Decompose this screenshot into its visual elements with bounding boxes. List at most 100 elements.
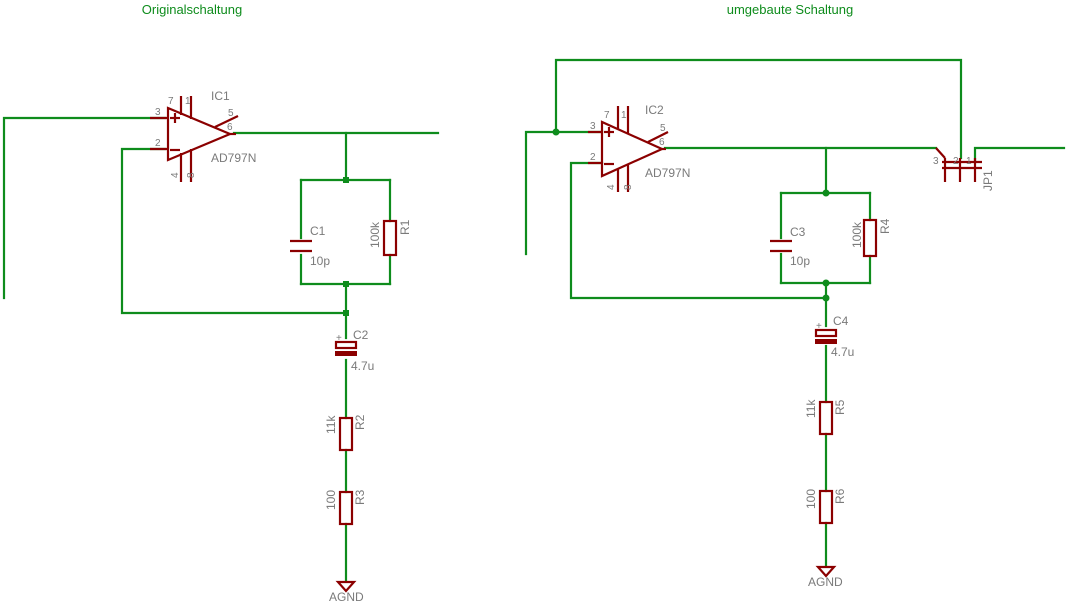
component-value: 100k [850,221,864,248]
component-value: 4.7u [351,359,374,373]
polarity-mark: + [336,333,342,344]
resistor-r4: 100k R4 [850,218,892,258]
pin-number: 6 [227,122,233,133]
pin-number: 3 [933,156,939,167]
resistor-body [818,489,834,525]
resistor-r2: 11k R2 [324,414,367,452]
pin-number: 2 [155,138,161,149]
pin-number: 1 [621,110,627,121]
modified-circuit-title: umgebaute Schaltung [727,2,853,17]
component-name: C3 [790,225,806,239]
pin-number: 3 [590,121,596,132]
feedback-return-wire [569,161,828,300]
resistor-r5: 11k R5 [804,399,847,436]
modified-circuit: umgebaute Schaltung [524,2,1066,589]
junction-dot [343,177,349,183]
component-name: R5 [833,399,847,415]
pin-line [214,115,239,128]
component-name: IC2 [645,103,664,117]
capacitor-c2: + C2 4.7u [334,328,374,373]
ground-symbol-right: AGND [808,565,843,589]
cap-plate [814,328,838,338]
cap-plate [815,339,837,344]
ground-label: AGND [808,575,843,589]
component-name: C4 [833,314,849,328]
jumper-jp1: 3 2 1 JP1 [933,147,995,191]
resistor-body [338,490,354,526]
component-value: 100k [368,221,382,248]
pin-line [647,131,669,143]
pin-number: 2 [590,152,596,163]
component-value: 100 [804,489,818,509]
component-value: AD797N [645,166,690,180]
original-circuit: Originalschaltung [2,2,440,604]
pin-number: 4 [170,172,181,178]
capacitor-c4: + C4 4.7u [814,314,854,359]
junction-dot [552,128,560,136]
junction-dot [822,294,830,302]
capacitor-c3: C3 10p [770,225,810,268]
original-circuit-title: Originalschaltung [142,2,242,17]
opamp-triangle [166,106,233,162]
ground-icon [815,565,837,578]
modified-wires [524,58,1066,567]
component-value: AD797N [211,151,256,165]
capacitor-c1: C1 10p [290,224,330,268]
pin-number: 6 [659,137,665,148]
ground-symbol-left: AGND [329,580,364,604]
component-name: R4 [878,218,892,234]
pin-number: 1 [185,96,191,107]
component-name: IC1 [211,89,230,103]
pin-number: 1 [966,156,972,167]
component-value: 100 [324,490,338,510]
cap-plate [334,340,358,350]
junction-dot [343,310,349,316]
original-wires [2,116,440,582]
pin-number: 3 [155,107,161,118]
ground-icon [335,580,357,593]
resistor-body [818,400,834,436]
bypass-wire [554,58,963,160]
resistor-body [338,416,354,452]
feedback-return-wire [120,147,348,315]
input-wire [2,116,167,300]
resistor-body [382,219,398,257]
pin-number: 5 [228,108,234,119]
component-value: 10p [310,254,330,268]
component-name: R3 [353,489,367,505]
opamp-ic1: 7 1 3 5 6 2 4 8 IC1 AD797N [150,89,256,182]
component-name: R6 [833,488,847,504]
junction-dot [343,281,349,287]
resistor-r3: 100 R3 [324,489,367,526]
pin-number: 7 [604,110,610,121]
opamp-ic2: 7 1 3 5 6 2 4 8 IC2 AD797N [588,103,690,192]
component-name: C2 [353,328,369,342]
component-value: 10p [790,254,810,268]
ground-label: AGND [329,590,364,604]
component-value: 4.7u [831,345,854,359]
cap-plate [335,351,357,356]
input-wire [524,130,604,256]
pin-number: 8 [186,172,197,178]
junction-dot [822,189,830,197]
pin-number: 8 [623,184,634,190]
polarity-mark: + [816,321,822,332]
resistor-r1: 100k R1 [368,219,412,257]
opamp-triangle [600,120,665,178]
component-name: R1 [398,219,412,235]
pin-number: 2 [953,156,959,167]
pin-number: 4 [606,184,617,190]
junction-dot [822,279,830,287]
resistor-r6: 100 R6 [804,488,847,525]
jumper-output-wire [973,146,1066,164]
jumper-lead [935,147,946,159]
component-value: 11k [324,415,338,434]
component-value: 11k [804,399,818,418]
pin-number: 5 [660,123,666,134]
component-name: JP1 [981,170,995,191]
pin-number: 7 [168,96,174,107]
resistor-body [862,218,878,258]
component-name: C1 [310,224,326,238]
component-name: R2 [353,414,367,430]
